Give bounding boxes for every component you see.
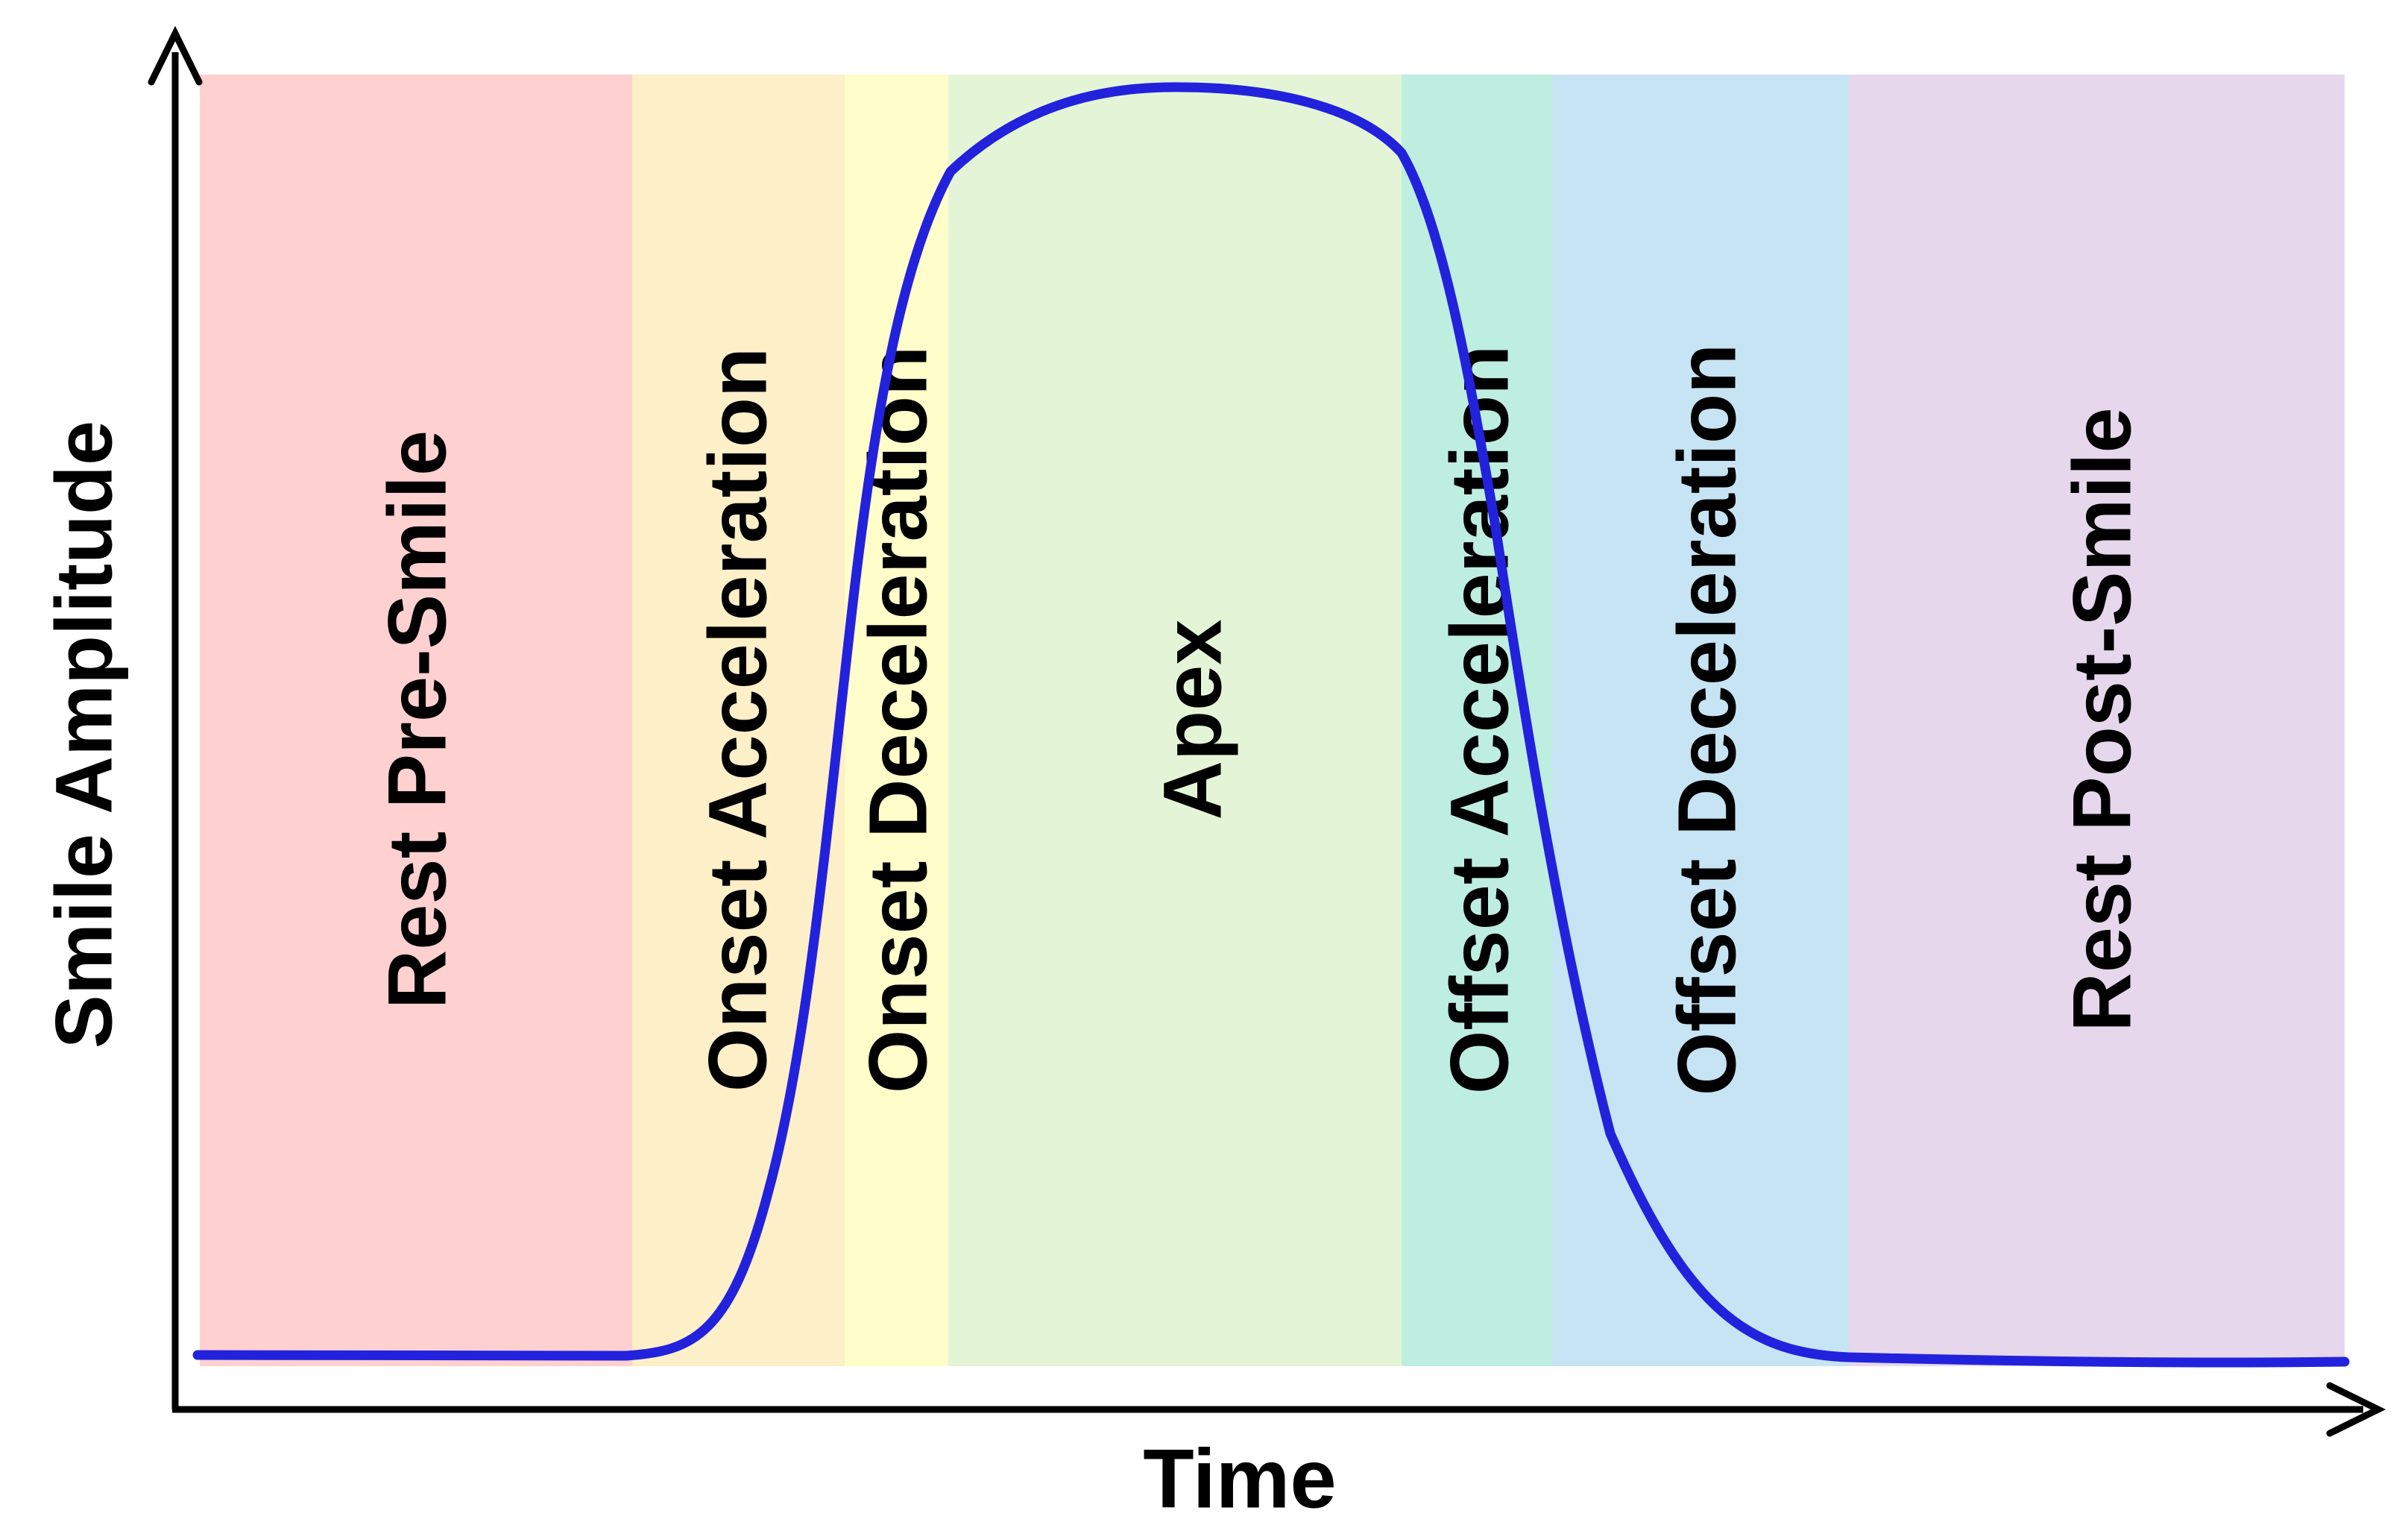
x-axis-arrowhead	[2326, 1382, 2386, 1437]
phase-band-rest-post-smile	[1849, 75, 2345, 1366]
phase-band-rest-pre-smile	[200, 75, 632, 1366]
smile-amplitude-curve	[192, 82, 2350, 1368]
phase-label-offset-acceleration: Offset Acceleration	[1434, 345, 1526, 1095]
phase-label-offset-deceleration: Offset Deceleration	[1662, 344, 1753, 1096]
phase-band-onset-acceleration	[632, 75, 845, 1366]
x-axis-label: Time	[1143, 1433, 1336, 1526]
phase-label-onset-acceleration: Onset Acceleration	[693, 348, 784, 1093]
phase-band-offset-deceleration	[1552, 75, 1849, 1366]
phase-label-rest-pre-smile: Rest Pre-Smile	[372, 430, 464, 1009]
phase-band-onset-deceleration	[845, 75, 948, 1366]
phase-band-apex	[948, 75, 1402, 1366]
phase-bands	[200, 75, 2345, 1366]
y-axis-label: Smile Amplitude	[39, 421, 129, 1049]
phase-labels: Rest Pre-Smile Onset Acceleration Onset De…	[372, 344, 2149, 1096]
phase-label-apex: Apex	[1147, 620, 1239, 820]
y-axis-arrowhead	[148, 25, 203, 86]
phase-label-onset-deceleration: Onset Deceleration	[853, 346, 945, 1094]
phase-label-rest-post-smile: Rest Post-Smile	[2057, 407, 2149, 1031]
